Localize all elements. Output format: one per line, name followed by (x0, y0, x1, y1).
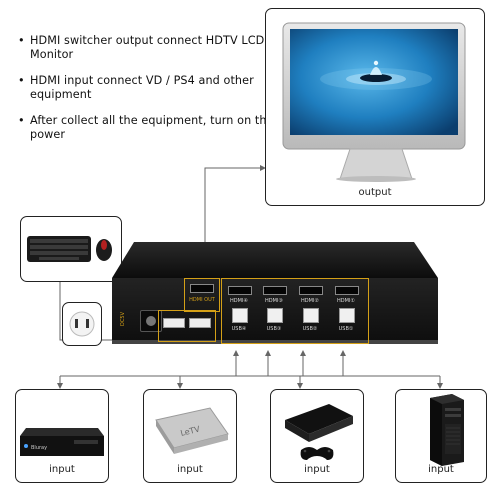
input-device-frame: input (270, 389, 364, 483)
input-channel: HDMI① USB① (331, 284, 361, 340)
input-caption: input (304, 464, 330, 475)
hdmi-port-label: HDMI④ (230, 298, 248, 304)
feature-item: HDMI switcher output connect HDTV LCD Mo… (16, 34, 276, 62)
game-console-icon (285, 404, 353, 460)
usb-b-port-icon (339, 308, 355, 323)
input-device-frame: LeTV input (143, 389, 237, 483)
hdmi-port-icon (299, 286, 323, 295)
output-connection-line (204, 167, 265, 262)
hdmi-out-port-frame: HDMI OUT (184, 278, 220, 312)
power-outlet-icon (69, 311, 95, 337)
input-caption: input (49, 464, 75, 475)
hdmi-out-label: HDMI OUT (189, 297, 215, 303)
keyboard-mouse-ports (158, 310, 216, 342)
usb-port-label: USB④ (231, 326, 247, 332)
input-ports-frame (221, 278, 369, 344)
gamepad-icon (300, 447, 334, 460)
arrow-head (260, 165, 266, 171)
usb-b-port-icon (267, 308, 283, 323)
feature-list: HDMI switcher output connect HDTV LCD Mo… (16, 34, 276, 154)
input-channel: HDMI③ USB③ (259, 284, 289, 340)
usb-port-label: USB① (338, 326, 354, 332)
hdmi-port-label: HDMI② (301, 298, 319, 304)
hdmi-port-icon (263, 286, 287, 295)
arrow-head (265, 350, 271, 356)
arrow-head (340, 350, 346, 356)
arrow-head (437, 383, 443, 389)
dc-power-port (140, 310, 162, 332)
keyboard-mouse-frame (20, 216, 122, 282)
usb-port-icon (163, 318, 185, 328)
dc-label: DC5V (120, 312, 126, 326)
usb-b-port-icon (232, 308, 248, 323)
input-device-frame: input (395, 389, 487, 483)
feature-item: HDMI input connect VD / PS4 and other eq… (16, 74, 276, 102)
monitor-icon (282, 22, 466, 182)
usb-port-label: USB② (302, 326, 318, 332)
output-caption: output (358, 187, 392, 198)
hdmi-port-icon (228, 286, 252, 295)
keyboard-mouse-icon (27, 236, 112, 262)
arrow-head (297, 383, 303, 389)
usb-port-label: USB③ (266, 326, 282, 332)
arrow-head (57, 383, 63, 389)
tv-box-icon: LeTV (155, 407, 229, 454)
blu-ray-brand: Bluray (31, 445, 47, 451)
input-channel: HDMI② USB② (295, 284, 325, 340)
input-caption: input (428, 464, 454, 475)
monitor-frame: output (265, 8, 485, 206)
arrow-head (233, 350, 239, 356)
power-frame (62, 302, 102, 346)
input-device-frame: Bluray input (15, 389, 109, 483)
pc-tower-icon (430, 394, 464, 466)
input-channel: HDMI④ USB④ (224, 284, 254, 340)
hdmi-port-icon (190, 284, 214, 293)
arrow-head (300, 350, 306, 356)
hdmi-port-label: HDMI③ (265, 298, 283, 304)
hdmi-port-icon (335, 286, 359, 295)
usb-port-icon (189, 318, 211, 328)
blu-ray-player-icon: Bluray (20, 428, 104, 456)
hdmi-port-label: HDMI① (337, 298, 355, 304)
input-caption: input (177, 464, 203, 475)
feature-item: After collect all the equipment, turn on… (16, 114, 276, 142)
arrow-head (177, 383, 183, 389)
usb-b-port-icon (303, 308, 319, 323)
